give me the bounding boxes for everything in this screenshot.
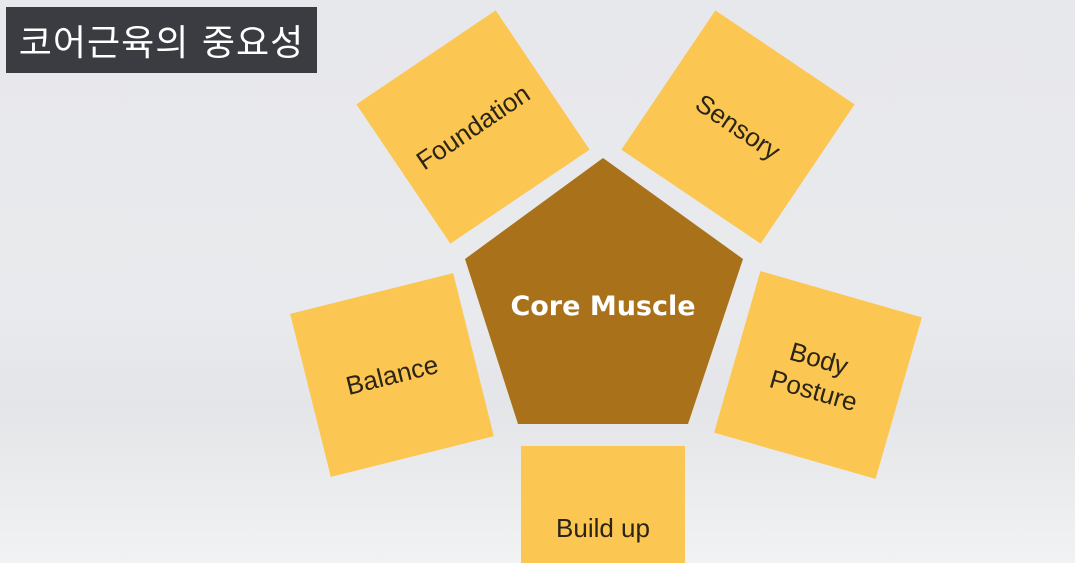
petal-sensory: Sensory bbox=[621, 10, 855, 244]
slide-title: 코어근육의 중요성 bbox=[6, 7, 317, 73]
petal-build-up-box bbox=[521, 446, 685, 563]
petal-body-posture: Body Posture bbox=[714, 271, 922, 479]
petal-build-up-label: Build up bbox=[556, 513, 650, 543]
petal-foundation: Foundation bbox=[356, 10, 590, 244]
core-muscle-label: Core Muscle bbox=[510, 291, 695, 322]
petal-body-posture-box bbox=[714, 271, 922, 479]
petal-balance: Balance bbox=[290, 273, 494, 477]
core-pentagon bbox=[465, 158, 743, 424]
petal-foundation-box bbox=[356, 10, 590, 244]
petal-balance-box bbox=[290, 273, 494, 477]
petal-sensory-box bbox=[621, 10, 855, 244]
petal-build-up: Build up bbox=[521, 446, 685, 563]
